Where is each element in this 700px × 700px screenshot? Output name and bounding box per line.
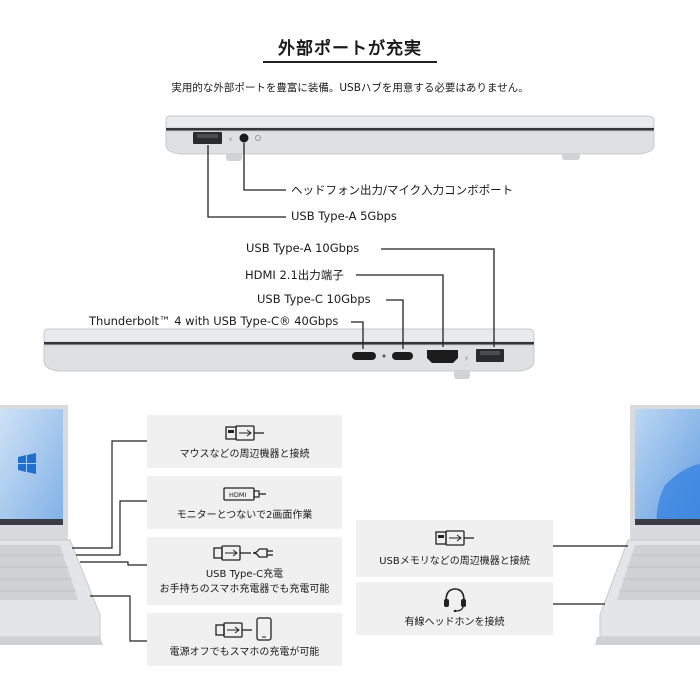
port-label-usb-c-10g: USB Type-C 10Gbps: [257, 292, 371, 306]
headset-icon: [443, 588, 466, 612]
laptop-side-view-right: ⚡: [43, 248, 535, 379]
feature-card-text: モニターとつないで2画面作業: [176, 510, 313, 521]
laptop-side-view-left: ⚡: [165, 115, 655, 218]
usb-c-power-plug-icon: [212, 545, 273, 561]
feature-card-text: 有線ヘッドホンを接続: [404, 617, 505, 628]
page-subtitle: 実用的な外部ポートを豊富に装備。USBハブを用意する必要はありません。: [171, 82, 529, 94]
usb-a-plug-icon: [434, 530, 474, 546]
usb-c-port: [392, 352, 413, 360]
port-label-audio: ヘッドフォン出力/マイク入力コンボポート: [291, 183, 514, 197]
port-label-usb-a-5g: USB Type-A 5Gbps: [291, 209, 397, 223]
audio-jack-port: [239, 133, 249, 143]
usb-phone-icon: [214, 617, 272, 641]
hdmi-port: [427, 350, 458, 363]
page-title: 外部ポートが充実: [278, 39, 422, 59]
feature-card-dual-monitor: HDMI モニターとつないで2画面作業: [147, 476, 342, 529]
hdmi-icon-text: HDMI: [229, 491, 247, 499]
usb-a-port-10g: [476, 349, 504, 362]
port-label-hdmi: HDMI 2.1出力端子: [245, 268, 344, 282]
usb-a-plug-icon: [224, 425, 264, 441]
feature-card-text: 電源オフでもスマホの充電が可能: [169, 647, 320, 658]
hdmi-plug-icon: HDMI: [222, 487, 266, 501]
thunderbolt-port: [352, 352, 376, 360]
svg-text:⚡: ⚡: [228, 136, 233, 144]
feature-card-wired-headphones: 有線ヘッドホンを接続: [356, 582, 553, 635]
port-label-thunderbolt: Thunderbolt™ 4 with USB Type-C® 40Gbps: [89, 314, 339, 328]
feature-card-usb-peripheral: マウスなどの周辺機器と接続: [147, 415, 342, 468]
feature-card-text: USBメモリなどの周辺機器と接続: [379, 556, 530, 567]
title-underline: [263, 61, 437, 63]
feature-card-phone-charging: 電源オフでもスマホの充電が可能: [147, 613, 342, 666]
svg-text:⚡: ⚡: [464, 355, 469, 363]
laptop-right-open: [595, 405, 700, 645]
feature-card-text-line2: お手持ちのスマホ充電器でも充電可能: [159, 584, 330, 595]
feature-card-usb-memory: USBメモリなどの周辺機器と接続: [356, 520, 553, 577]
laptop-left-open: [0, 405, 103, 645]
port-label-usb-a-10g: USB Type-A 10Gbps: [246, 241, 360, 255]
feature-card-text: マウスなどの周辺機器と接続: [179, 449, 310, 460]
connector-lines: [72, 440, 628, 642]
feature-card-usb-c-charging: USB Type-C充電 お手持ちのスマホ充電器でも充電可能: [147, 537, 342, 605]
feature-card-text-line1: USB Type-C充電: [205, 569, 284, 580]
